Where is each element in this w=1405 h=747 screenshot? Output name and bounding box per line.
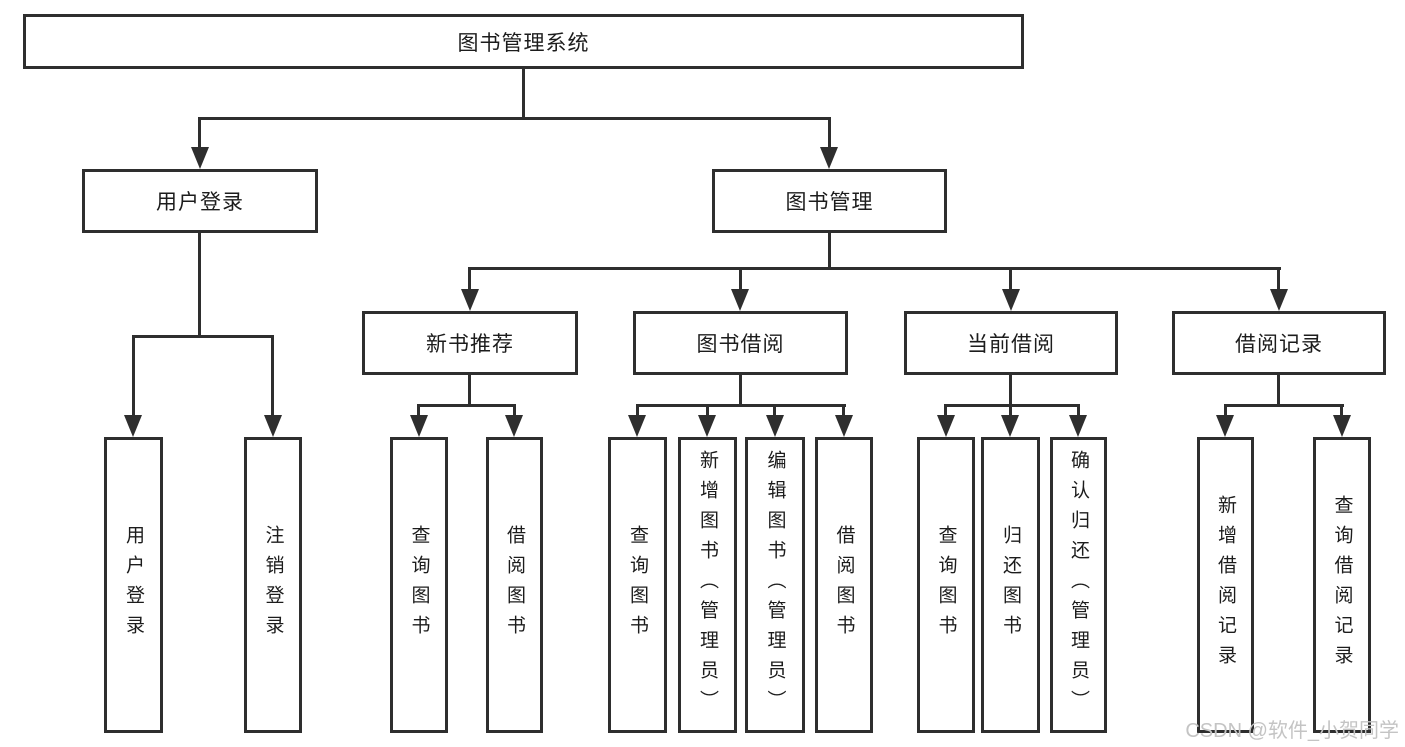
arrow-down-icon	[1002, 289, 1020, 311]
arrow-down-icon	[264, 415, 282, 437]
node-book-management-system: 图书管理系统	[23, 14, 1024, 69]
node-label: 用户登录	[123, 525, 144, 645]
connector-line	[739, 375, 742, 407]
node-label: 图书管理系统	[457, 31, 590, 55]
node-new-book-recommend: 新书推荐	[362, 311, 578, 375]
connector-line	[828, 117, 831, 149]
node-label: 编辑图书（管理员）	[764, 450, 786, 720]
connector-line	[468, 267, 1281, 270]
connector-line	[1277, 267, 1280, 291]
arrow-down-icon	[1216, 415, 1234, 437]
leaf-borrow-books-recommend: 借阅图书	[486, 437, 543, 733]
arrow-down-icon	[1001, 415, 1019, 437]
node-label: 查询图书	[408, 525, 430, 645]
node-label: 确认归还（管理员）	[1068, 450, 1089, 720]
leaf-query-borrow-record: 查询借阅记录	[1313, 437, 1371, 733]
arrow-down-icon	[698, 415, 716, 437]
leaf-logout-login: 注销登录	[244, 437, 302, 733]
node-label: 新增图书（管理员）	[697, 450, 718, 720]
csdn-watermark: CSDN @软件_小贺同学	[1185, 720, 1399, 742]
node-label: 借阅图书	[833, 525, 855, 645]
connector-line	[198, 233, 201, 338]
connector-line	[706, 404, 709, 417]
connector-line	[636, 404, 846, 407]
arrow-down-icon	[1270, 289, 1288, 311]
leaf-user-login: 用户登录	[104, 437, 163, 733]
leaf-query-books-recommend: 查询图书	[390, 437, 448, 733]
node-label: 图书管理	[785, 191, 874, 214]
connector-line	[1077, 404, 1080, 417]
connector-line	[468, 375, 471, 407]
node-label: 注销登录	[262, 525, 284, 645]
connector-line	[198, 117, 831, 120]
arrow-down-icon	[410, 415, 428, 437]
connector-line	[944, 404, 1080, 407]
connector-line	[1009, 375, 1012, 407]
connector-line	[842, 404, 845, 417]
leaf-query-books-current: 查询图书	[917, 437, 975, 733]
leaf-borrow-books: 借阅图书	[815, 437, 873, 733]
leaf-edit-book-admin: 编辑图书（管理员）	[745, 437, 805, 733]
connector-line	[773, 404, 776, 417]
leaf-return-book: 归还图书	[981, 437, 1040, 733]
connector-line	[468, 267, 471, 291]
node-current-borrow: 当前借阅	[904, 311, 1118, 375]
leaf-confirm-return-admin: 确认归还（管理员）	[1050, 437, 1107, 733]
arrow-down-icon	[766, 415, 784, 437]
node-label: 图书借阅	[696, 333, 785, 356]
connector-line	[1340, 404, 1343, 417]
connector-line	[132, 335, 135, 416]
node-user-login: 用户登录	[82, 169, 318, 233]
node-label: 用户登录	[156, 191, 244, 214]
node-book-management: 图书管理	[712, 169, 947, 233]
node-label: 当前借阅	[967, 333, 1055, 356]
node-label: 新书推荐	[426, 333, 514, 356]
node-label: 查询图书	[627, 525, 648, 645]
node-label: 查询借阅记录	[1331, 495, 1353, 675]
arrow-down-icon	[1333, 415, 1351, 437]
node-label: 借阅记录	[1235, 333, 1323, 356]
arrow-down-icon	[191, 147, 209, 169]
leaf-add-book-admin: 新增图书（管理员）	[678, 437, 737, 733]
connector-line	[1277, 375, 1280, 407]
arrow-down-icon	[124, 415, 142, 437]
node-book-borrow: 图书借阅	[633, 311, 848, 375]
node-label: 查询图书	[935, 525, 957, 645]
connector-line	[513, 404, 516, 417]
connector-line	[417, 404, 516, 407]
connector-line	[198, 117, 201, 149]
connector-line	[1009, 267, 1012, 291]
connector-line	[1224, 404, 1344, 407]
connector-line	[132, 335, 274, 338]
arrow-down-icon	[505, 415, 523, 437]
arrow-down-icon	[731, 289, 749, 311]
arrow-down-icon	[835, 415, 853, 437]
connector-line	[1009, 404, 1012, 417]
leaf-query-books-borrow: 查询图书	[608, 437, 667, 733]
arrow-down-icon	[461, 289, 479, 311]
connector-line	[636, 404, 639, 417]
connector-line	[522, 68, 525, 120]
connector-line	[944, 404, 947, 417]
connector-line	[828, 233, 831, 270]
node-label: 新增借阅记录	[1215, 495, 1236, 675]
connector-line	[417, 404, 420, 417]
node-borrow-records: 借阅记录	[1172, 311, 1386, 375]
connector-line	[1224, 404, 1227, 417]
node-label: 借阅图书	[504, 525, 525, 645]
connector-line	[271, 335, 274, 416]
node-label: 归还图书	[1000, 525, 1021, 645]
arrow-down-icon	[820, 147, 838, 169]
leaf-add-borrow-record: 新增借阅记录	[1197, 437, 1254, 733]
arrow-down-icon	[937, 415, 955, 437]
connector-line	[739, 267, 742, 291]
arrow-down-icon	[628, 415, 646, 437]
arrow-down-icon	[1069, 415, 1087, 437]
